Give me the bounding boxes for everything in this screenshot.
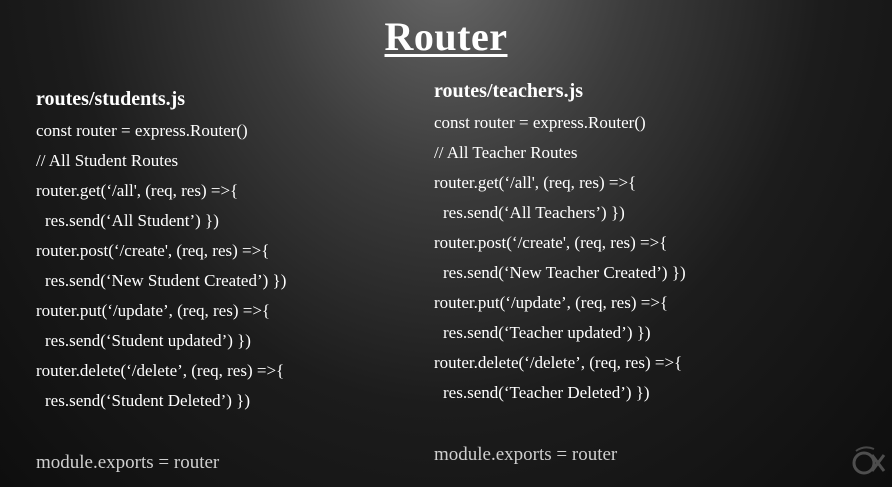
students-code-column: routes/students.js const router = expres… [36,86,456,476]
students-filename: routes/students.js [36,88,186,110]
code-line: router.post(‘/create', (req, res) =>{ [434,233,668,252]
code-line: router.get(‘/all', (req, res) =>{ [36,181,239,200]
code-line: router.put(‘/update’, (req, res) =>{ [36,301,271,320]
code-line: router.get(‘/all', (req, res) =>{ [434,173,637,192]
code-comment: // All Student Routes [36,151,179,170]
teachers-filename: routes/teachers.js [434,80,584,102]
teachers-module-exports: module.exports = router [434,444,618,465]
code-comment: // All Teacher Routes [434,143,578,162]
students-module-exports: module.exports = router [36,452,220,473]
teachers-code-column: routes/teachers.js const router = expres… [434,78,854,468]
code-line: res.send(‘All Teachers’) }) [443,203,625,222]
code-line: res.send(‘New Teacher Created’) }) [443,263,686,282]
code-line: const router = express.Router() [36,121,248,140]
code-line: res.send(‘Teacher updated’) }) [443,323,651,342]
watermark-logo-icon [852,446,886,475]
code-line: res.send(‘Student Deleted’) }) [45,391,251,410]
code-line: res.send(‘Teacher Deleted’) }) [443,383,650,402]
code-line: router.delete(‘/delete’, (req, res) =>{ [36,361,285,380]
code-line: router.post(‘/create', (req, res) =>{ [36,241,270,260]
code-line: res.send(‘All Student’) }) [45,211,219,230]
code-line: router.delete(‘/delete’, (req, res) =>{ [434,353,683,372]
slide-title: Router [384,14,508,59]
code-line: res.send(‘New Student Created’) }) [45,271,287,290]
code-line: const router = express.Router() [434,113,646,132]
code-line: res.send(‘Student updated’) }) [45,331,251,350]
code-line: router.put(‘/update’, (req, res) =>{ [434,293,669,312]
